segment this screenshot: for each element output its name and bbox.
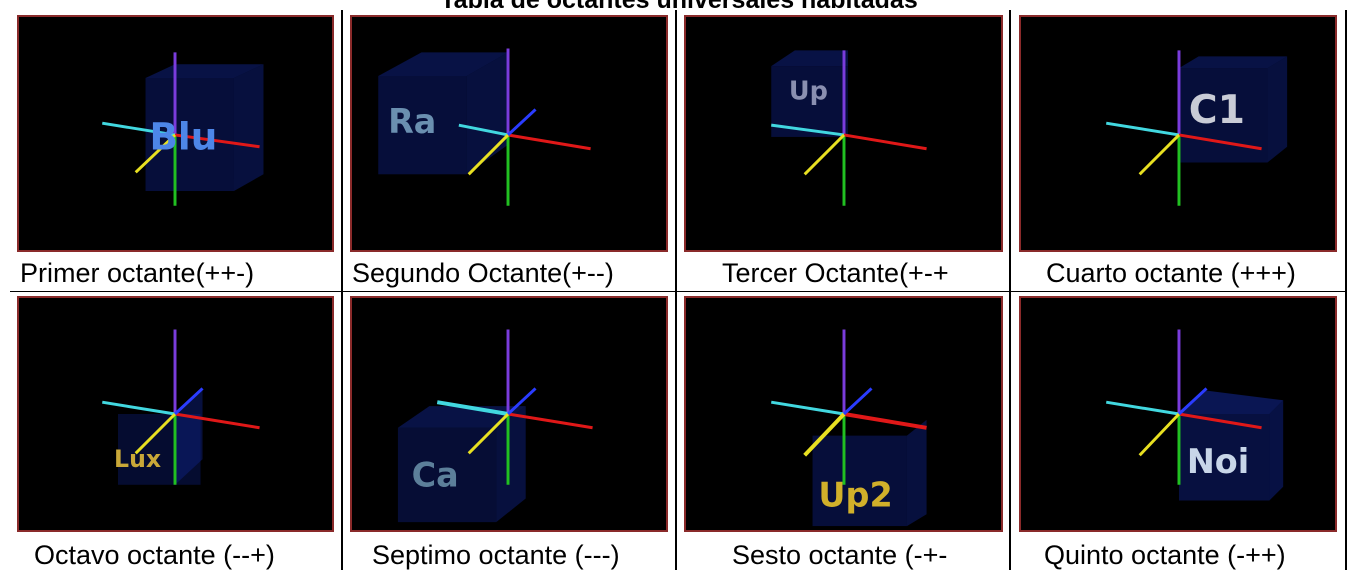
octant-scene-6: Up2 (771, 329, 927, 527)
octant-image-6: Up2 (684, 296, 1003, 532)
axis-neg-x (458, 123, 509, 137)
axis-neg-x (436, 400, 509, 416)
axis-x (174, 133, 260, 149)
axis-x (507, 412, 593, 430)
octant-label: Lux (114, 445, 161, 473)
cube-top (1178, 56, 1288, 69)
cube-top (771, 50, 848, 67)
axis-neg-z (507, 108, 537, 137)
octant-label: Noi (1187, 442, 1249, 481)
octant-scene-7: Ca (397, 329, 593, 523)
octant-scene-2: Ra (378, 48, 591, 206)
octant-image-4: C1 (1019, 15, 1337, 252)
cube-front (378, 75, 467, 175)
table-divider (1009, 10, 1011, 570)
cube-front (1178, 414, 1270, 501)
axis-z (803, 133, 846, 176)
axis-neg-x (102, 400, 176, 416)
octant-label: Up (789, 77, 828, 107)
octant-label: Ca (412, 456, 459, 495)
axis-x (843, 133, 927, 151)
axis-neg-x (102, 121, 176, 137)
caption-octant-8: Octavo octante (--+) (34, 540, 275, 570)
cube-side (1269, 400, 1284, 501)
axis-z (467, 412, 510, 455)
octant-label: Ra (388, 102, 436, 141)
cube-side (1267, 56, 1288, 163)
axis-neg-z (507, 387, 537, 416)
axis-neg-z (174, 387, 204, 416)
axis-x (174, 412, 260, 430)
octant-label: Up2 (818, 475, 892, 514)
axis-neg-x (771, 400, 845, 416)
axis-z (803, 412, 846, 457)
axis-z (1138, 133, 1181, 176)
axis-x (1178, 412, 1262, 430)
cube-front (771, 66, 848, 137)
axis-neg-z (842, 387, 873, 416)
octant-scene-3: Up (771, 50, 927, 206)
cube-top (378, 52, 509, 76)
caption-octant-6: Sesto octante (-+- (732, 540, 948, 570)
axis-x (1178, 133, 1262, 151)
axis-neg-x (771, 123, 845, 137)
octant-scene-1: Blu (102, 52, 264, 206)
axis-neg-x (1106, 400, 1180, 416)
table-divider (675, 10, 677, 570)
octant-scene-5: Noi (1106, 329, 1284, 501)
cube-side (906, 419, 927, 527)
cube-side (496, 406, 526, 523)
octant-image-5: Noi (1019, 296, 1337, 532)
cube-side (175, 388, 203, 485)
octant-label: C1 (1189, 88, 1245, 133)
octant-scene-8: Lux (102, 329, 260, 485)
caption-octant-7: Septimo octante (---) (372, 540, 620, 570)
table-divider (341, 10, 343, 570)
octant-image-3: Up (684, 15, 1003, 252)
axis-z (1138, 412, 1181, 457)
caption-octant-3: Tercer Octante(+-+ (722, 258, 949, 288)
caption-octant-4: Cuarto octante (+++) (1046, 258, 1296, 288)
axis-z (467, 133, 510, 176)
octant-image-1: Blu (17, 15, 334, 252)
cube-front (145, 77, 234, 192)
table-divider (10, 291, 1347, 292)
cube-top (1178, 390, 1284, 414)
octant-label: Blu (149, 115, 217, 159)
caption-octant-2: Segundo Octante(+--) (352, 258, 614, 288)
octant-image-7: Ca (350, 296, 668, 532)
octant-scene-4: C1 (1105, 50, 1288, 206)
cube-side (233, 64, 264, 192)
octant-image-2: Ra (350, 15, 668, 252)
table-divider (1345, 10, 1347, 570)
caption-octant-5: Quinto octante (-++) (1044, 540, 1286, 570)
caption-octant-1: Primer octante(++-) (20, 258, 255, 288)
octant-image-8: Lux (17, 296, 334, 532)
axis-neg-z (1177, 387, 1208, 416)
axis-x (507, 133, 591, 151)
axis-z (134, 412, 177, 455)
cube-front (812, 435, 907, 527)
table-title: Tabla de octantes universales habitadas (440, 0, 918, 14)
axis-neg-x (1105, 121, 1180, 137)
axis-x (843, 412, 927, 430)
axis-z (134, 133, 177, 174)
